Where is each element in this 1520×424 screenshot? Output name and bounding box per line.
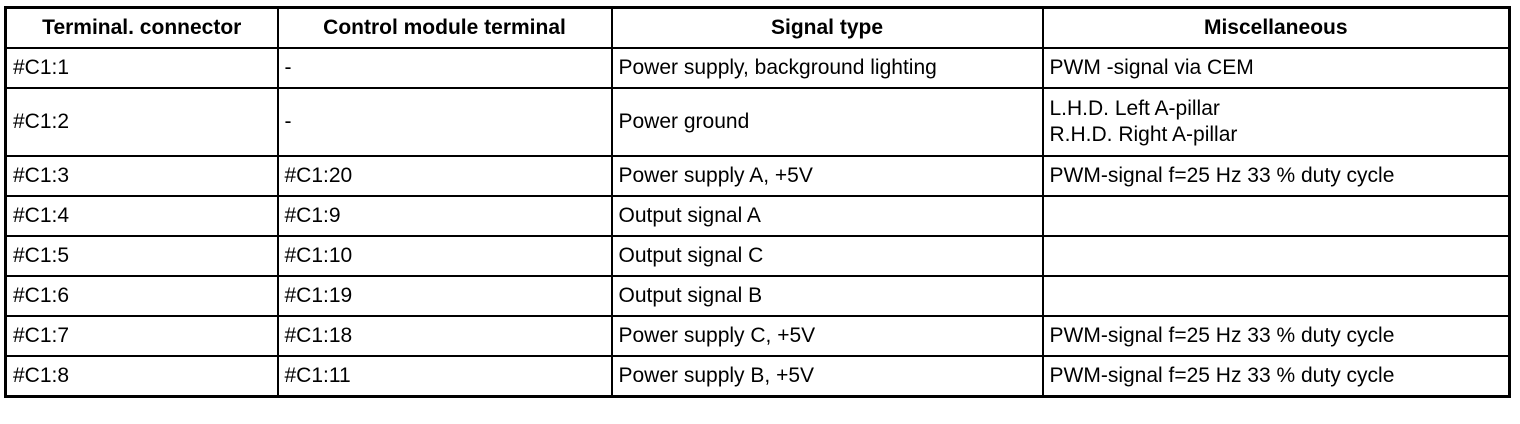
cell-miscellaneous xyxy=(1041,195,1511,237)
cell-control-module-terminal: #C1:19 xyxy=(276,275,613,317)
cell-miscellaneous: PWM-signal f=25 Hz 33 % duty cycle xyxy=(1041,155,1511,197)
cell-signal-type: Power supply A, +5V xyxy=(610,155,1044,197)
header-row: Terminal. connector Control module termi… xyxy=(4,6,1511,49)
misc-line: PWM-signal f=25 Hz 33 % duty cycle xyxy=(1049,364,1395,387)
table-row: #C1:8 #C1:11 Power supply B, +5V PWM-sig… xyxy=(4,355,1511,398)
misc-line: R.H.D. Right A-pillar xyxy=(1049,123,1238,146)
table-row: #C1:2 - Power ground L.H.D. Left A-pilla… xyxy=(4,87,1511,157)
cell-signal-type: Power ground xyxy=(610,87,1044,157)
cell-signal-type: Power supply C, +5V xyxy=(610,315,1044,357)
table-row: #C1:3 #C1:20 Power supply A, +5V PWM-sig… xyxy=(4,155,1511,197)
cell-control-module-terminal: #C1:10 xyxy=(276,235,613,277)
misc-line: PWM -signal via CEM xyxy=(1049,56,1254,79)
cell-terminal-connector: #C1:3 xyxy=(4,155,279,197)
cell-control-module-terminal: - xyxy=(276,47,613,89)
header-signal-type: Signal type xyxy=(610,6,1044,49)
cell-terminal-connector: #C1:1 xyxy=(4,47,279,89)
table-row: #C1:6 #C1:19 Output signal B xyxy=(4,275,1511,317)
cell-terminal-connector: #C1:4 xyxy=(4,195,279,237)
table-row: #C1:5 #C1:10 Output signal C xyxy=(4,235,1511,277)
table-header: Terminal. connector Control module termi… xyxy=(4,6,1511,49)
connector-table-container: Terminal. connector Control module termi… xyxy=(4,6,1511,398)
cell-miscellaneous: PWM-signal f=25 Hz 33 % duty cycle xyxy=(1041,355,1511,398)
cell-signal-type: Power supply, background lighting xyxy=(610,47,1044,89)
cell-signal-type: Output signal B xyxy=(610,275,1044,317)
cell-signal-type: Output signal C xyxy=(610,235,1044,277)
cell-control-module-terminal: - xyxy=(276,87,613,157)
cell-terminal-connector: #C1:5 xyxy=(4,235,279,277)
cell-terminal-connector: #C1:8 xyxy=(4,355,279,398)
misc-line: PWM-signal f=25 Hz 33 % duty cycle xyxy=(1049,164,1395,187)
misc-line: PWM-signal f=25 Hz 33 % duty cycle xyxy=(1049,324,1395,347)
misc-line: L.H.D. Left A-pillar xyxy=(1049,97,1220,120)
table-row: #C1:7 #C1:18 Power supply C, +5V PWM-sig… xyxy=(4,315,1511,357)
cell-miscellaneous: PWM-signal f=25 Hz 33 % duty cycle xyxy=(1041,315,1511,357)
cell-control-module-terminal: #C1:20 xyxy=(276,155,613,197)
cell-signal-type: Output signal A xyxy=(610,195,1044,237)
header-control-module-terminal: Control module terminal xyxy=(276,6,613,49)
cell-terminal-connector: #C1:7 xyxy=(4,315,279,357)
table-body: #C1:1 - Power supply, background lightin… xyxy=(4,47,1511,398)
cell-signal-type: Power supply B, +5V xyxy=(610,355,1044,398)
cell-terminal-connector: #C1:2 xyxy=(4,87,279,157)
cell-control-module-terminal: #C1:11 xyxy=(276,355,613,398)
table-row: #C1:4 #C1:9 Output signal A xyxy=(4,195,1511,237)
cell-control-module-terminal: #C1:9 xyxy=(276,195,613,237)
cell-terminal-connector: #C1:6 xyxy=(4,275,279,317)
table-row: #C1:1 - Power supply, background lightin… xyxy=(4,47,1511,89)
cell-miscellaneous xyxy=(1041,235,1511,277)
cell-control-module-terminal: #C1:18 xyxy=(276,315,613,357)
header-miscellaneous: Miscellaneous xyxy=(1041,6,1511,49)
cell-miscellaneous xyxy=(1041,275,1511,317)
connector-table: Terminal. connector Control module termi… xyxy=(4,6,1511,398)
cell-miscellaneous: L.H.D. Left A-pillar R.H.D. Right A-pill… xyxy=(1041,87,1511,157)
cell-miscellaneous: PWM -signal via CEM xyxy=(1041,47,1511,89)
header-terminal-connector: Terminal. connector xyxy=(4,6,279,49)
